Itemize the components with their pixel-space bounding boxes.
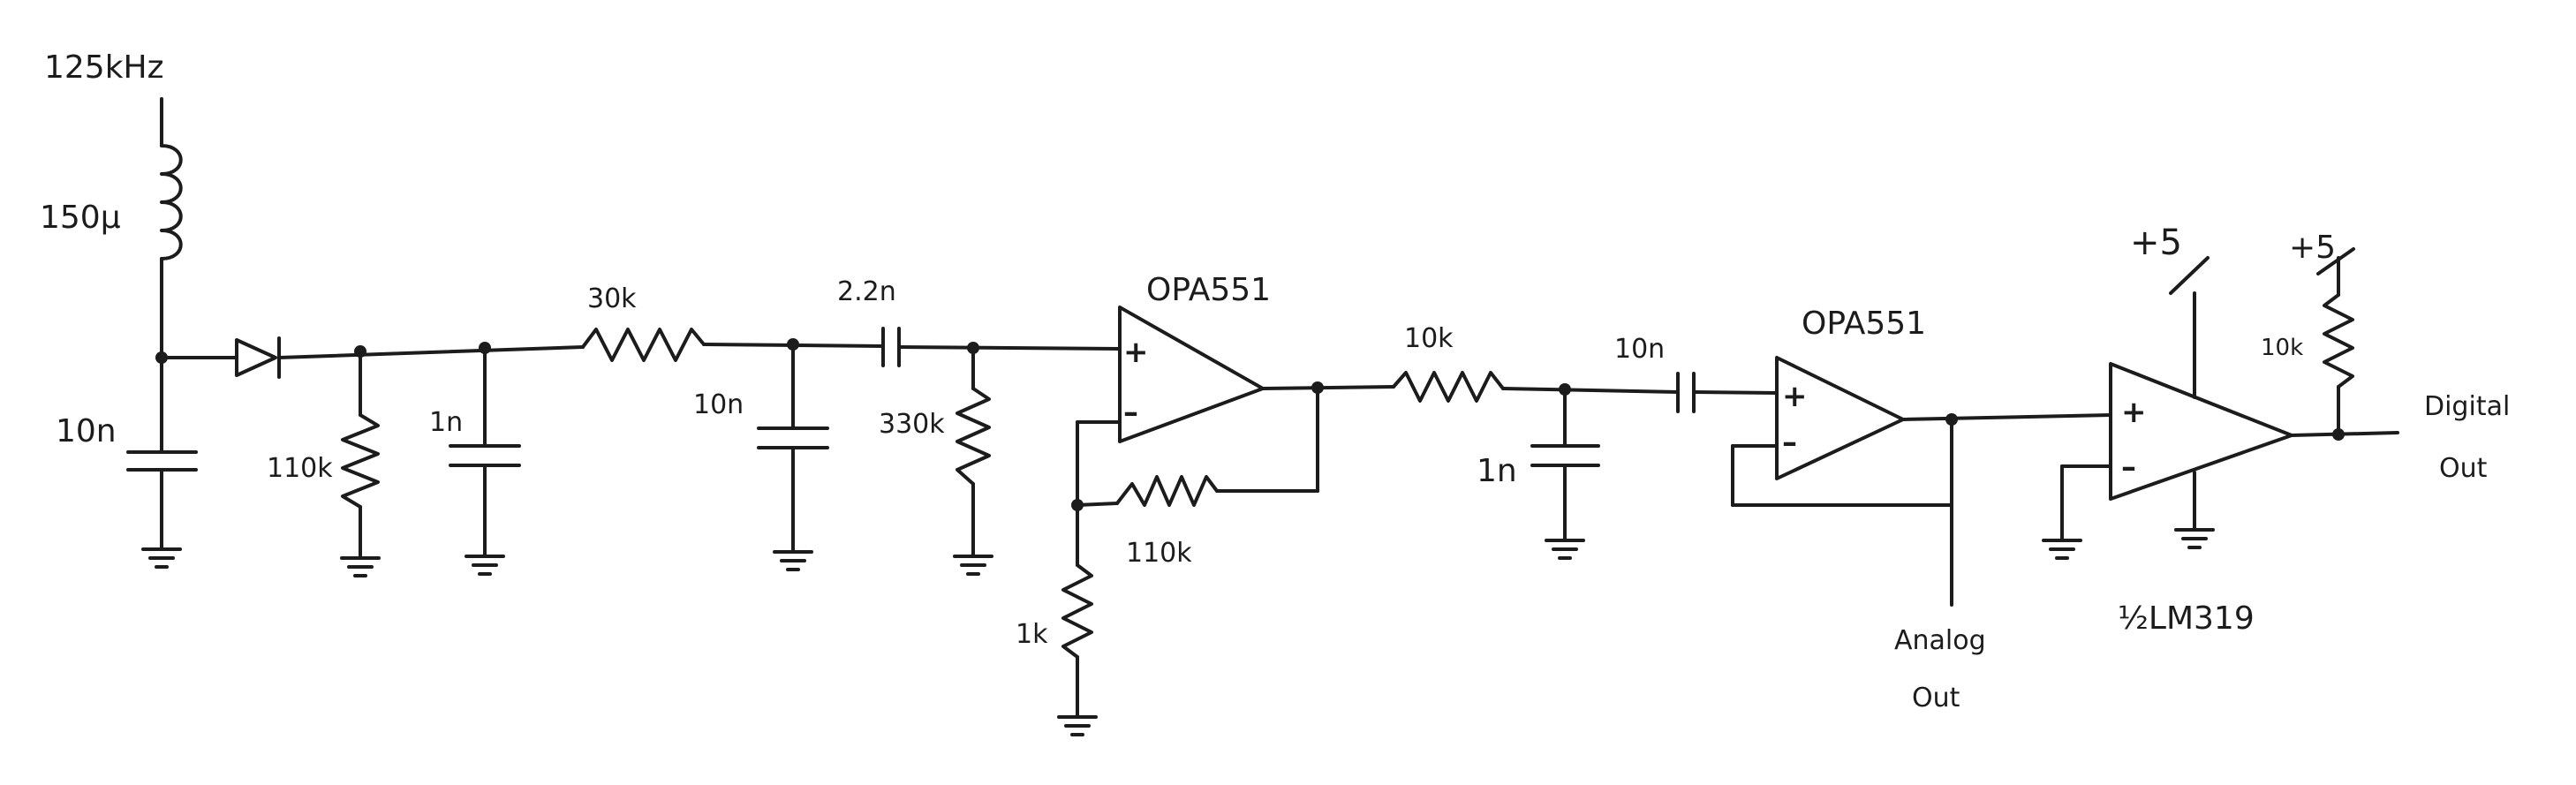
r-pullup-label: 10k: [2261, 335, 2303, 361]
opamp-2-plus: +: [1782, 379, 1808, 414]
digital-out-label-2: Out: [2439, 453, 2488, 484]
vcc1-label: +5: [2130, 223, 2182, 263]
resistor-10k: [1392, 371, 1505, 403]
comparator-plus: +: [2121, 395, 2147, 430]
opamp-2-stage: + – OPA551 Analog Out: [1731, 306, 2112, 713]
diode: [235, 338, 277, 377]
c-filter-label: 10n: [693, 389, 744, 420]
comparator-minus: –: [2121, 449, 2136, 485]
inductor-label: 150µ: [40, 200, 121, 236]
opamp-2: [1775, 356, 1905, 480]
capacitor-10n-input: [126, 450, 198, 569]
resistor-30k: [581, 328, 706, 362]
r-bias-label: 330k: [879, 409, 945, 440]
opamp-1: [1118, 306, 1265, 443]
rc-filter-stage: 30k 10n 2.2n 330k: [581, 276, 1122, 576]
vcc2-label: +5: [2289, 230, 2336, 266]
resistor-330k: [956, 387, 991, 486]
c-rect-label: 1n: [429, 407, 463, 438]
capacitor-10n-filter: [757, 426, 829, 571]
opamp-2-minus: –: [1782, 425, 1797, 460]
capacitor-2.2n-coupling: [881, 327, 901, 367]
inductor-150u: [160, 144, 183, 260]
comparator-stage: + – ½LM319 +5 +5 10k Digital Out: [2042, 223, 2510, 637]
c-couple-label: 2.2n: [837, 276, 896, 307]
opamp-2-label: OPA551: [1802, 306, 1926, 342]
c-couple2-label: 10n: [1614, 334, 1665, 365]
c-in-label: 10n: [56, 413, 117, 449]
opamp-1-plus: +: [1123, 335, 1149, 370]
frequency-label: 125kHz: [44, 49, 164, 86]
r-feedback-label: 110k: [1126, 538, 1192, 569]
resistor-10k-pullup: [2323, 293, 2354, 389]
opamp-1-label: OPA551: [1146, 272, 1271, 308]
rectifier-stage: 110k 1n: [160, 336, 585, 577]
opamp-1-stage: + – OPA551 110k 1k: [1016, 272, 1395, 736]
resistor-1k: [1061, 563, 1093, 659]
digital-out-label-1: Digital: [2424, 391, 2510, 422]
analog-out-label-2: Out: [1912, 683, 1960, 713]
input-antenna-stage: 125kHz 150µ 10n: [40, 49, 198, 569]
capacitor-1n-lp: [1530, 444, 1600, 560]
capacitor-10n-coupling: [1676, 372, 1696, 413]
comparator-label: ½LM319: [2118, 600, 2255, 637]
resistor-110k-feedback: [1115, 475, 1219, 507]
r-load-label: 110k: [267, 453, 333, 484]
capacitor-1n-rect: [449, 444, 521, 576]
r-lp-label: 10k: [1404, 323, 1454, 354]
c-lp-label: 1n: [1477, 453, 1517, 489]
comparator: [2109, 362, 2293, 501]
r-gain-label: 1k: [1016, 619, 1048, 650]
opamp-1-minus: –: [1123, 395, 1138, 430]
analog-out-label-1: Analog: [1894, 625, 1986, 656]
resistor-110k-load: [341, 413, 380, 509]
r-series-label: 30k: [587, 283, 637, 314]
lowpass-stage: 10k 1n 10n: [1392, 323, 1779, 560]
